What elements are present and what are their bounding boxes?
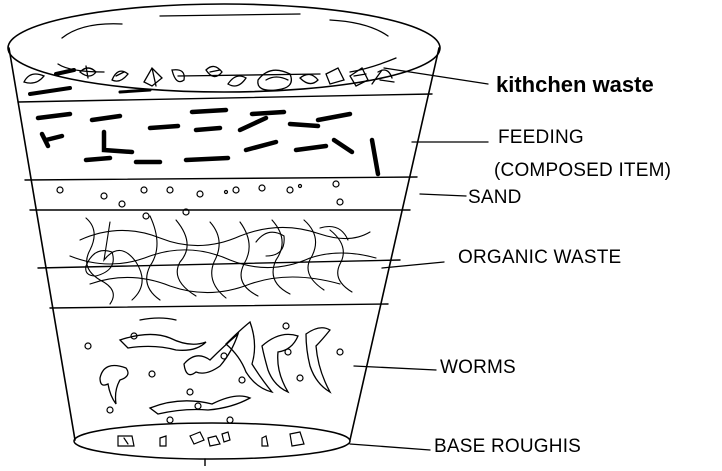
- worm-items: [85, 318, 343, 423]
- label-kitchen-waste: kithchen waste: [496, 72, 654, 98]
- label-worms: WORMS: [440, 357, 516, 379]
- label-sand: SAND: [468, 187, 522, 209]
- worm: [100, 366, 128, 404]
- bin-outline: [8, 4, 440, 466]
- bin-right-wall: [350, 48, 439, 440]
- bin-left-wall: [9, 48, 75, 440]
- worm: [150, 396, 250, 414]
- worm: [140, 318, 176, 320]
- base-items: [118, 432, 304, 446]
- rim-inner-marks: [58, 14, 396, 76]
- worm: [306, 328, 330, 392]
- label-composed-item: (COMPOSED ITEM): [494, 160, 671, 182]
- worm: [120, 334, 206, 350]
- label-feeding: FEEDING: [498, 127, 584, 149]
- label-base-roughis: BASE ROUGHIS: [434, 436, 581, 458]
- layer-boundaries: [18, 94, 432, 308]
- label-organic-waste: ORGANIC WASTE: [458, 247, 621, 269]
- sand-items: [57, 181, 343, 219]
- feeding-items: [38, 110, 378, 174]
- organic-waste-items: [70, 216, 376, 304]
- bin-base: [74, 423, 350, 459]
- worm: [262, 334, 298, 392]
